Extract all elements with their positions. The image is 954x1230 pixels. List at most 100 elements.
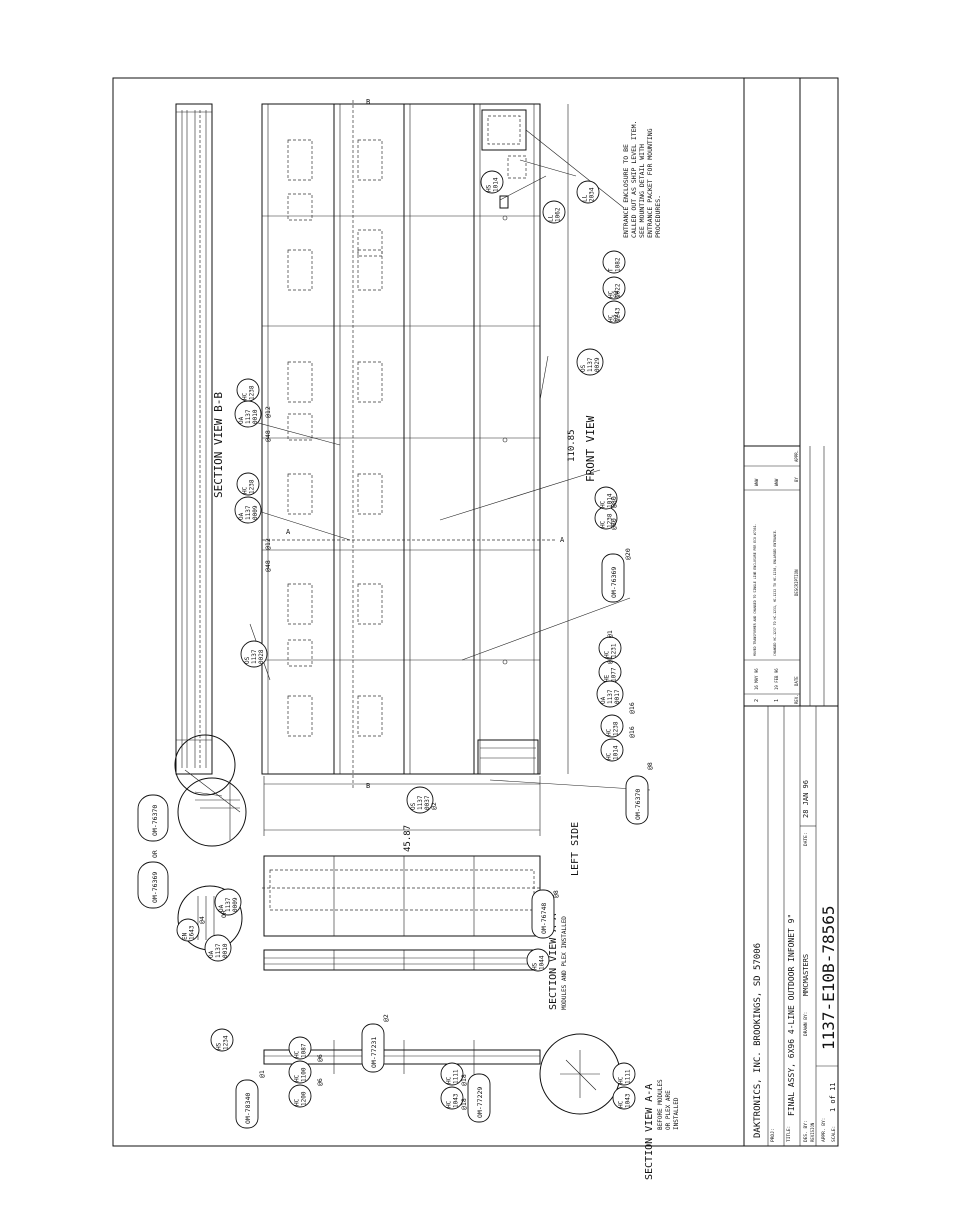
bubble-text: 1238 [607,513,614,528]
rev-1-by: WWW [774,478,779,486]
qty-18a: @18 [460,1098,468,1110]
bubble-text: HC [242,486,249,494]
section-marker-a-left: A [286,528,291,536]
height-dimension: 45.87 [403,825,413,852]
qty-2d: @2 [382,1014,390,1022]
qty-12a: @12 [264,538,272,550]
qty-8b: @8 [552,890,560,898]
proj-label: PROJ: [770,1128,776,1142]
qty-48b: @48 [264,430,272,442]
qty-80b: @80 [610,518,618,530]
appr-label: APPR. BY: [821,1118,827,1142]
rev-1-desc: CHANGED HC-1237 TO HC-1231, HC-1232 TO H… [773,529,777,656]
bubble-text: 1137 [587,357,594,372]
bubble-text: HC [606,728,613,736]
rev-1-date: 19 FEB 96 [774,668,779,690]
appr-header: APPR. [794,450,799,462]
bubble-text: LL [548,214,555,222]
bubble-text: 1200 [301,1091,308,1106]
drawing-title: FINAL ASSY, 6X96 4-LINE OUTDOOR INFONET … [787,914,796,1116]
company-name: DAKTRONICS, INC. BROOKINGS, SD 57006 [753,943,763,1138]
bubble-text: 1022 [615,283,622,298]
bubble-text: HC [294,1098,301,1106]
qty-8a: @8 [646,762,654,770]
bubble-text: 1137 [245,409,252,424]
rev-2-desc: MOVED TRANSFORMER AND CHANGED TO SINGLE … [753,524,757,656]
om77231: OM-77231 [370,1037,378,1068]
or-2: OR [220,910,228,918]
qty-12b: @12 [264,406,272,418]
section-view-aa-2-sub3: INSTALLED [673,1097,680,1130]
scale-label: SCALE: [831,1126,837,1142]
note-line-4: ENTRANCE PACKET FOR MOUNTING [646,128,654,238]
sheet-border [112,77,839,1147]
qty-16a: @16 [628,702,636,714]
bubble-text: HC [446,1100,453,1108]
bubble-text: 1137 [417,795,424,810]
bubble-text: 1137 [215,943,222,958]
bubble-text: 0009 [232,897,239,912]
bubble-text: 1014 [607,493,614,508]
om76370-top: OM-76370 [151,805,159,836]
qty-16b: @16 [628,726,636,738]
section-view-bb [174,103,247,847]
bubble-text: 1243 [615,307,622,322]
bubble-text: T [608,268,615,272]
bubble-text: 1111 [625,1069,632,1084]
section-view-aa-1-label: SECTION VIEW A-A [548,914,559,1010]
section-view-aa-2-sub1: BEFORE MODULES [657,1079,664,1130]
title-block: DAKTRONICS, INC. BROOKINGS, SD 57006 PRO… [743,78,838,1146]
bubble-text: 1234 [223,1035,230,1050]
bubble-text: 1087 [301,1043,308,1058]
front-view [261,103,541,775]
rev-header: REV. [794,694,799,704]
bubble-text: 1043 [625,1093,632,1108]
or-1: OR [151,850,159,858]
qty-2a: @2 [430,802,438,810]
detail-circle-bb-enlarged [177,777,247,847]
design-by-label: DES. BY: [803,1120,809,1142]
bubble-text: 1643 [189,925,196,940]
bubble-text: OA [600,696,607,704]
bubble-text: HC [294,1074,301,1082]
bubble-text: 1137 [607,689,614,704]
qty-1: @1 [606,630,614,638]
rev-2-number: 2 [754,699,760,702]
left-side-outline [263,855,541,937]
qty-2b: @2 [612,314,620,322]
bubble-text: 0037 [424,795,431,810]
bubble-text: LL [582,194,589,202]
title-label: TITLE: [786,1126,792,1142]
bubble-text: HE [604,674,611,682]
bubble-text: 1077 [611,667,618,682]
desc-header: DESCRIPTION [794,569,799,596]
bubble-text: 0028 [258,649,265,664]
bubble-text: 1231 [611,643,618,658]
bubble-text: 1137 [245,505,252,520]
bubble-text: HS [216,1042,223,1050]
bubble-text: 1111 [453,1069,460,1084]
drawn-by: MMCMASTERS [802,954,810,996]
left-side-label: LEFT SIDE [570,822,581,876]
om78340: OM-78340 [244,1093,252,1124]
bubble-text: 0010 [222,943,229,958]
bubble-text: OA [208,950,215,958]
om76370-front: OM-76370 [634,789,642,820]
bubble-text: 1014 [493,177,500,192]
om76748: OM-76748 [540,903,548,934]
